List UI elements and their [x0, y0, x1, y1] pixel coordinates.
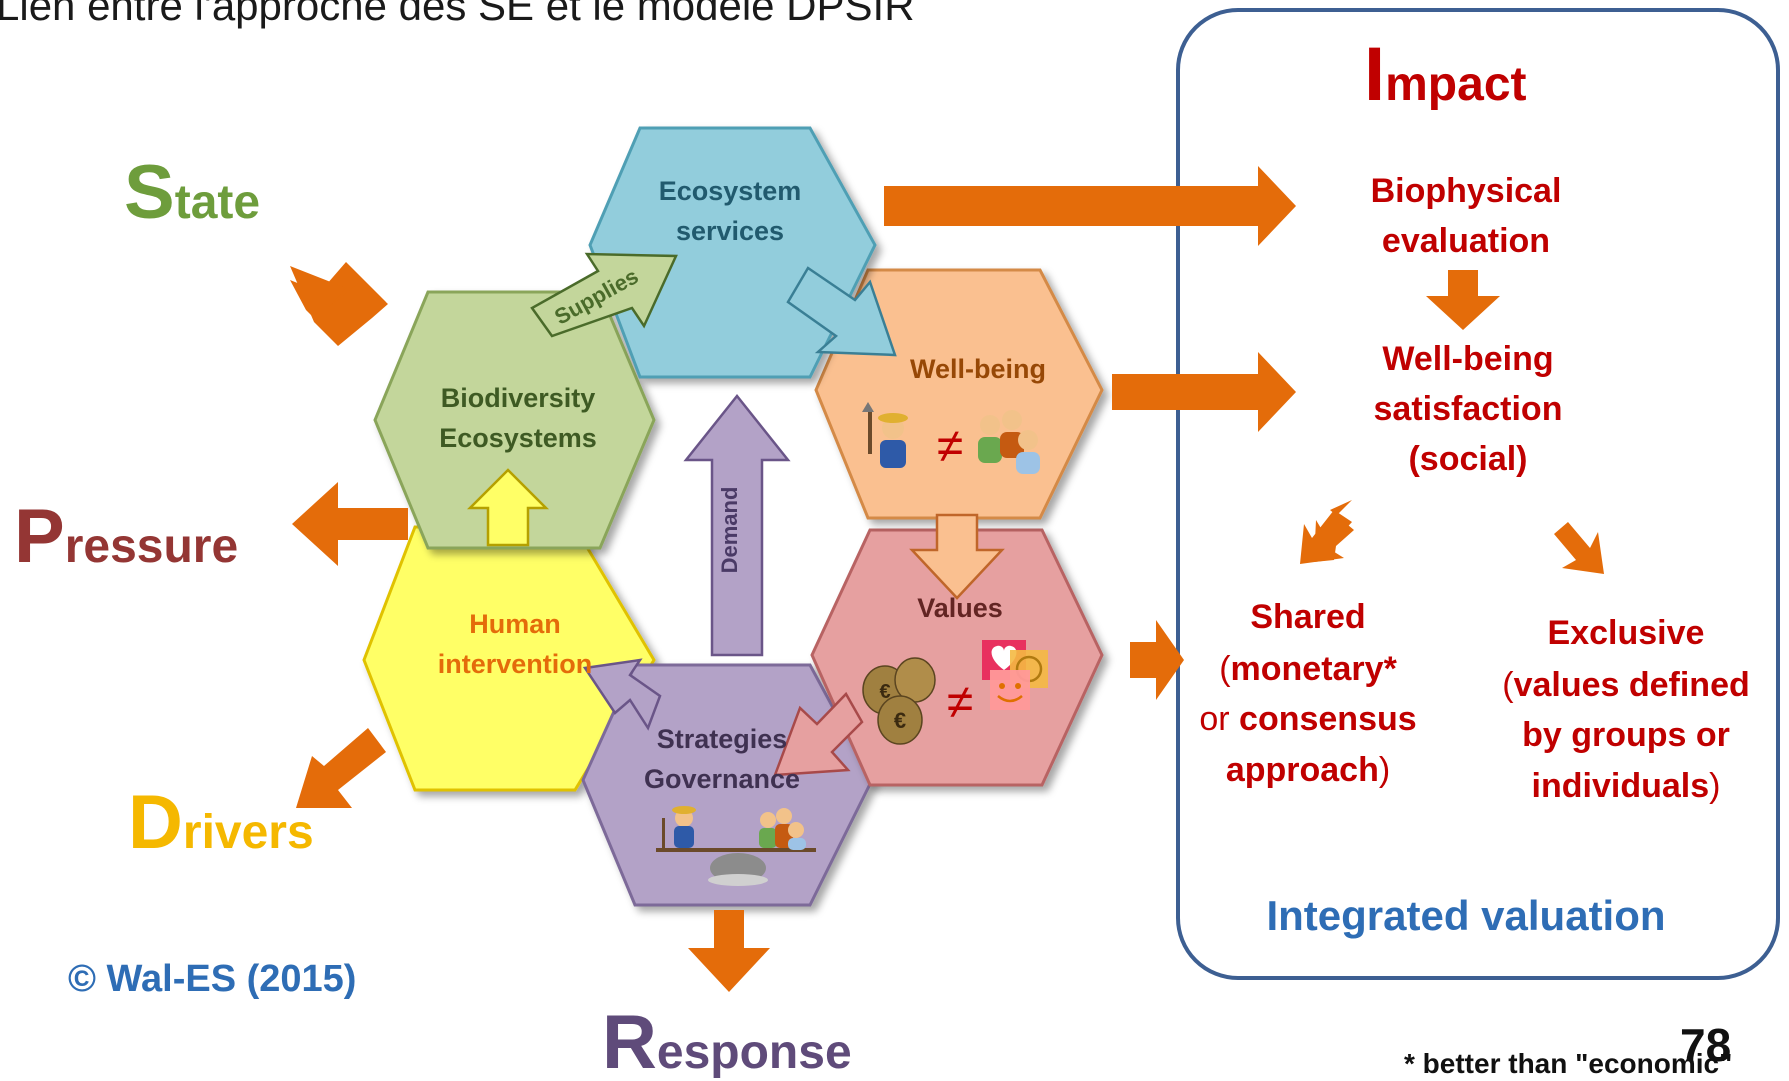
exclusive-label-4: individuals) [1532, 767, 1721, 805]
biodiversity-label-2: Ecosystems [439, 423, 597, 453]
biodiversity-label-1: Biodiversity [441, 383, 596, 413]
social-values-icon [982, 640, 1048, 710]
hexagon-ecosystem-services [588, 126, 877, 379]
not-equal-sign-wellbeing: ≠ [937, 420, 963, 473]
drivers-label: Drivers [128, 780, 314, 865]
response-label: Response [602, 1000, 852, 1081]
drivers-arrow [296, 728, 386, 808]
human-intervention-label-1: Human [469, 609, 561, 639]
integrated-valuation-label: Integrated valuation [1266, 892, 1665, 939]
exclusive-label-1: Exclusive [1548, 614, 1705, 652]
svg-text:€: € [879, 681, 890, 703]
demand-label: Demand [717, 487, 742, 574]
people-group-icon [978, 410, 1040, 474]
human-intervention-label-2: intervention [438, 649, 593, 679]
farmer-icon [862, 402, 908, 468]
balance-scale-icon [656, 806, 816, 886]
demand-arrow: Demand [683, 393, 791, 657]
wellbeing-satisfaction-label-3: (social) [1408, 440, 1527, 478]
impact-arrow-values [1130, 620, 1184, 700]
impact-label: Impact [1364, 32, 1527, 117]
response-arrow [688, 910, 770, 992]
wellbeing-satisfaction-label-2: satisfaction [1374, 390, 1563, 428]
state-label: State [124, 150, 260, 235]
money-bags-icon: € € [862, 657, 936, 745]
slide-title: Lien entre l'approche des SE et le modèl… [0, 0, 915, 29]
well-being-label: Well-being [910, 354, 1046, 384]
strategies-to-human-arrow [582, 658, 662, 731]
svg-text:€: € [894, 708, 906, 733]
pressure-arrow [292, 482, 408, 566]
biophysical-label-1: Biophysical [1371, 172, 1562, 210]
strategies-label-2: Governance [644, 764, 800, 794]
footnote: * better than "economic" [1404, 1048, 1733, 1079]
shared-label-3: or consensus [1199, 700, 1416, 738]
exclusive-label-2: (values defined [1502, 666, 1750, 704]
shared-label-4: approach) [1226, 751, 1390, 789]
shared-label-2: (monetary* [1219, 650, 1397, 688]
human-to-biodiversity-arrow [466, 468, 550, 547]
wellbeing-to-exclusive-arrow [1554, 522, 1604, 574]
wellbeing-to-shared-arrow-shape [1300, 510, 1352, 564]
ecosystem-services-label-1: Ecosystem [659, 176, 802, 206]
services-to-wellbeing-arrow [786, 266, 897, 357]
impact-panel [1176, 8, 1780, 980]
impact-arrow-services [884, 166, 1296, 246]
page-number: 78 [1680, 1019, 1732, 1071]
biophysical-to-wellbeing-arrow [1426, 270, 1500, 330]
strategies-label-1: Strategies [657, 724, 788, 754]
wellbeing-to-values-arrow [909, 513, 1005, 600]
values-to-strategies-arrow [773, 691, 864, 777]
impact-arrow-wellbeing [1112, 352, 1296, 432]
wellbeing-satisfaction-label-1: Well-being [1382, 340, 1553, 378]
shared-label-1: Shared [1250, 598, 1365, 636]
exclusive-label-3: by groups or [1522, 716, 1730, 754]
pressure-label: Pressure [14, 494, 238, 579]
ecosystem-services-label-2: services [676, 216, 784, 246]
biophysical-label-2: evaluation [1382, 222, 1550, 260]
copyright-notice: © Wal-ES (2015) [68, 958, 357, 1000]
not-equal-sign-values: ≠ [947, 676, 973, 729]
state-arrow-shape [290, 266, 388, 346]
values-label: Values [917, 593, 1003, 623]
